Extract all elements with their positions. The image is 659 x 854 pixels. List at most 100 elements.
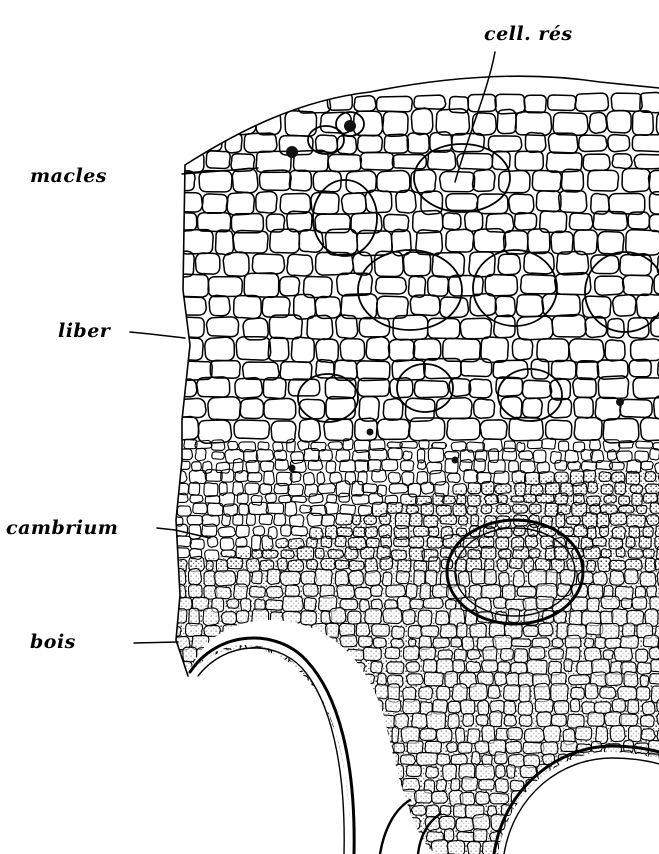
leader-liber <box>130 332 185 338</box>
tissue-cell <box>551 714 566 726</box>
tissue-cell <box>286 779 299 790</box>
tissue-cell <box>426 712 445 730</box>
tissue-cell <box>535 699 553 713</box>
tissue-cell <box>254 842 268 854</box>
tissue-cell <box>517 587 536 597</box>
tissue-cell <box>189 674 204 685</box>
tissue-cell <box>458 742 472 753</box>
tissue-cell <box>313 744 325 752</box>
tissue-cell <box>612 699 625 713</box>
tissue-cell <box>446 600 457 610</box>
tissue-cell <box>642 701 655 714</box>
tissue-cell <box>176 687 189 703</box>
tissue-cell <box>301 790 312 803</box>
tissue-cell <box>538 623 553 636</box>
tissue-cell <box>281 727 296 742</box>
tissue-cell <box>301 611 317 625</box>
tissue-cell <box>236 610 248 623</box>
tissue-cell <box>303 584 318 597</box>
tissue-cell <box>356 623 370 637</box>
tissue-cell <box>476 715 488 726</box>
tissue-cell <box>620 635 638 648</box>
tissue-cell <box>543 725 560 742</box>
tissue-cell <box>359 636 373 647</box>
tissue-cell <box>348 611 361 624</box>
tissue-cell <box>418 610 432 626</box>
tissue-cell <box>274 830 289 844</box>
tissue-cell <box>234 741 247 755</box>
tissue-cell <box>285 585 299 597</box>
tissue-cell <box>403 646 419 660</box>
tissue-cell <box>505 741 521 753</box>
tissue-cell <box>605 672 622 686</box>
tissue-cell <box>239 94 264 111</box>
tissue-cell <box>276 699 285 714</box>
tissue-cell <box>375 684 388 699</box>
tissue-cell <box>332 780 344 791</box>
tissue-cell <box>385 647 400 659</box>
tissue-cell <box>412 713 427 728</box>
tissue-cell <box>196 727 211 744</box>
tissue-cell <box>313 765 323 779</box>
tissue-cell <box>423 598 443 609</box>
tissue-cell <box>614 647 632 661</box>
tissue-cell <box>245 714 256 729</box>
tissue-cell <box>273 751 290 764</box>
tissue-cell <box>227 599 239 609</box>
tissue-cell <box>502 585 515 600</box>
tissue-cell <box>235 650 249 661</box>
crystal-cluster <box>289 465 296 472</box>
tissue-cell <box>237 841 252 854</box>
tissue-cell <box>453 660 465 673</box>
tissue-cell <box>265 767 281 778</box>
tissue-cell <box>641 729 655 741</box>
tissue-cell <box>456 818 474 832</box>
tissue-cell <box>297 729 313 741</box>
tissue-cell <box>328 742 341 754</box>
crystal-cluster <box>616 398 624 406</box>
tissue-cell <box>437 754 450 765</box>
tissue-cell <box>215 95 237 112</box>
tissue-cell <box>561 741 577 752</box>
tissue-cell <box>451 638 462 647</box>
tissue-cell <box>201 777 217 792</box>
tissue-cell <box>494 752 507 764</box>
tissue-cell <box>330 806 337 817</box>
tissue-cell <box>575 726 592 740</box>
tissue-cell <box>224 672 244 685</box>
tissue-cell <box>246 672 264 684</box>
tissue-cell <box>245 660 256 676</box>
tissue-cell <box>439 816 455 829</box>
tissue-cell <box>253 780 265 790</box>
tissue-cell <box>603 650 613 660</box>
tissue-cell <box>577 661 593 675</box>
tissue-cell <box>569 610 582 625</box>
tissue-cell <box>585 684 598 699</box>
tissue-cell <box>197 805 210 816</box>
tissue-cell <box>181 111 199 133</box>
tissue-cell <box>281 790 298 806</box>
tissue-cell <box>447 840 465 854</box>
tissue-cell <box>414 790 432 803</box>
tissue-cell <box>267 739 278 753</box>
tissue-cell <box>529 646 545 659</box>
tissue-cell <box>206 831 221 843</box>
tissue-cell <box>498 662 511 674</box>
tissue-cell <box>571 687 585 699</box>
tissue-cell <box>494 672 506 686</box>
tissue-cell <box>432 791 448 803</box>
tissue-cell <box>483 646 497 661</box>
tissue-cell <box>268 792 282 804</box>
tissue-cell <box>438 650 453 660</box>
tissue-cell <box>203 608 219 626</box>
tissue-cell <box>282 596 303 611</box>
tissue-cell <box>327 830 343 843</box>
tissue-cell <box>168 712 183 728</box>
tissue-cell <box>420 728 437 740</box>
tissue-cell <box>175 133 198 151</box>
label-cambrium: cambrium <box>6 517 118 539</box>
tissue-cell <box>448 701 461 712</box>
tissue-cell <box>386 699 401 713</box>
tissue-cell <box>460 700 475 715</box>
tissue-cell <box>293 832 306 841</box>
